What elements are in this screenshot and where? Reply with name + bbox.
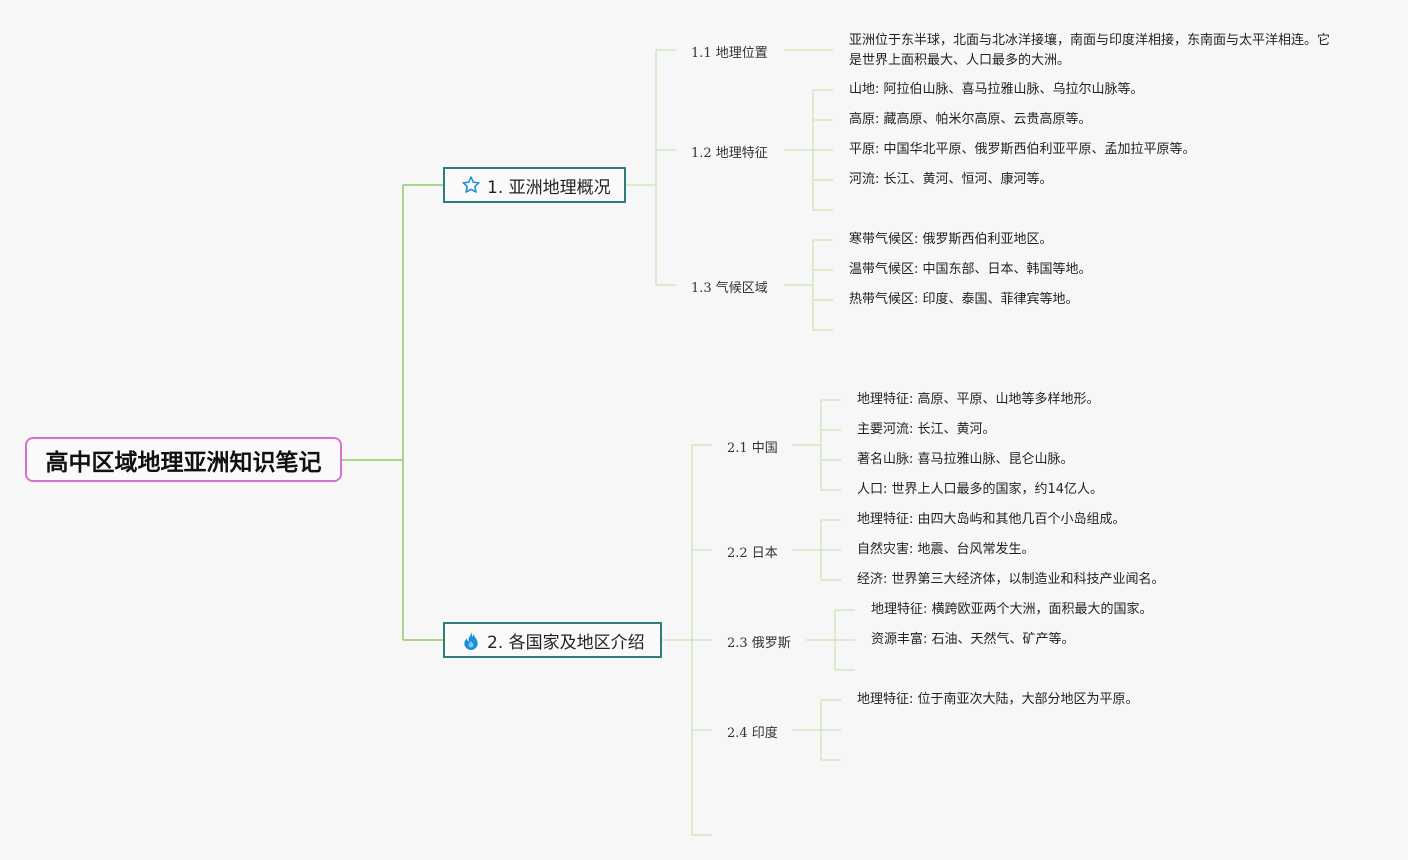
subtopic-russia[interactable]: 2.3 俄罗斯	[727, 636, 791, 651]
leaf-note[interactable]: 河流: 长江、黄河、恒河、康河等。	[849, 172, 1053, 187]
leaf-note[interactable]: 地理特征: 横跨欧亚两个大洲，面积最大的国家。	[871, 602, 1153, 617]
leaf-note[interactable]: 高原: 藏高原、帕米尔高原、云贵高原等。	[849, 112, 1092, 127]
leaf-note[interactable]: 热带气候区: 印度、泰国、菲律宾等地。	[849, 292, 1079, 307]
topic-countries[interactable]: 2. 各国家及地区介绍	[443, 622, 662, 658]
leaf-note[interactable]: 亚洲位于东半球，北面与北冰洋接壤，南面与印度洋相接，东南面与太平洋相连。它是世界…	[849, 33, 1331, 68]
leaf-note[interactable]: 平原: 中国华北平原、俄罗斯西伯利亚平原、孟加拉平原等。	[849, 142, 1196, 157]
leaf-note[interactable]: 地理特征: 由四大岛屿和其他几百个小岛组成。	[857, 512, 1126, 527]
star-icon	[462, 176, 480, 193]
leaf-note[interactable]: 温带气候区: 中国东部、日本、韩国等地。	[849, 262, 1092, 277]
subtopic-china[interactable]: 2.1 中国	[727, 441, 778, 456]
topic-label: 2. 各国家及地区介绍	[487, 632, 645, 653]
leaf-note[interactable]: 人口: 世界上人口最多的国家，约14亿人。	[857, 482, 1104, 497]
fire-icon	[464, 631, 478, 650]
subtopic-japan[interactable]: 2.2 日本	[727, 546, 778, 561]
leaf-note[interactable]: 寒带气候区: 俄罗斯西伯利亚地区。	[849, 232, 1053, 247]
leaf-note[interactable]: 山地: 阿拉伯山脉、喜马拉雅山脉、乌拉尔山脉等。	[849, 82, 1144, 97]
leaf-note[interactable]: 地理特征: 高原、平原、山地等多样地形。	[857, 392, 1100, 407]
topic-label: 1. 亚洲地理概况	[487, 177, 611, 198]
leaf-note[interactable]: 资源丰富: 石油、天然气、矿产等。	[871, 632, 1075, 647]
subtopic-location[interactable]: 1.1 地理位置	[691, 46, 768, 61]
leaf-note[interactable]: 自然灾害: 地震、台风常发生。	[857, 542, 1035, 557]
subtopic-climate[interactable]: 1.3 气候区域	[691, 281, 768, 296]
root-node[interactable]: 高中区域地理亚洲知识笔记	[25, 437, 342, 482]
subtopic-india[interactable]: 2.4 印度	[727, 726, 778, 741]
leaf-note[interactable]: 著名山脉: 喜马拉雅山脉、昆仑山脉。	[857, 452, 1074, 467]
leaf-note[interactable]: 经济: 世界第三大经济体，以制造业和科技产业闻名。	[857, 572, 1165, 587]
subtopic-features[interactable]: 1.2 地理特征	[691, 146, 768, 161]
leaf-note[interactable]: 主要河流: 长江、黄河。	[857, 422, 996, 437]
leaf-note[interactable]: 地理特征: 位于南亚次大陆，大部分地区为平原。	[857, 692, 1139, 707]
topic-asia-overview[interactable]: 1. 亚洲地理概况	[443, 167, 626, 203]
